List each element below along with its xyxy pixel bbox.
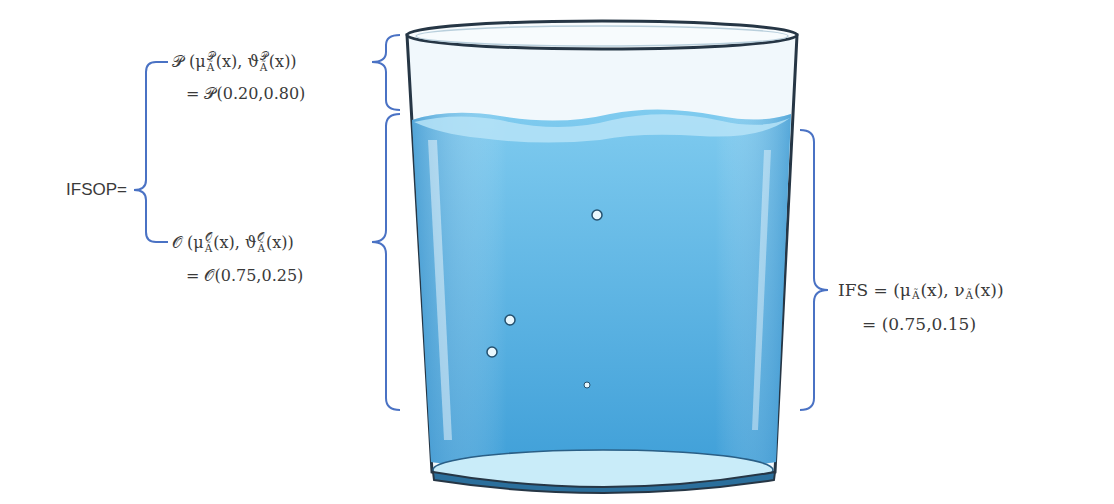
bubble — [487, 347, 497, 357]
script-stack: 𝒫Ã — [207, 51, 215, 73]
curly-bracket — [800, 130, 828, 410]
script-stack: Ã — [965, 279, 973, 301]
formula-text: 𝒪 — [257, 232, 264, 243]
bubble — [592, 210, 602, 220]
formula-text: = (0.75,0.15) — [862, 314, 976, 334]
formula-line: 𝒫 (μ𝒫Ã(x), ϑ𝒫Ã(x)) — [172, 51, 297, 73]
glass-base — [433, 472, 775, 493]
formula-line: = (0.75,0.15) — [862, 314, 976, 334]
formula-text: Ã — [912, 290, 920, 301]
formula-text: Ã — [205, 243, 213, 254]
bubble — [584, 382, 590, 388]
formula-text: IFS = (μ — [838, 280, 911, 300]
formula-text: IFSOP= — [66, 180, 127, 200]
script-stack: 𝒫Ã — [260, 51, 268, 73]
formula-line: = 𝒪(0.75,0.25) — [186, 266, 303, 285]
formula-text: (x), ϑ — [213, 233, 256, 252]
formula-text: = 𝒫(0.20,0.80) — [186, 84, 305, 103]
water-surface — [414, 114, 790, 142]
formula-text: (x)) — [974, 280, 1003, 300]
formula-line: 𝒪 (μ𝒪Ã(x), ϑ𝒪Ã(x)) — [172, 232, 294, 254]
formula-text: (x), ϑ — [216, 52, 259, 71]
formula-text: 𝒫 — [260, 51, 268, 62]
glass-rim — [407, 21, 797, 49]
formula-text: Ã — [965, 290, 973, 301]
bubble — [505, 315, 515, 325]
formula-text: 𝒫 (μ — [172, 52, 206, 71]
curly-bracket — [134, 62, 168, 242]
formula-text: (x), ν — [920, 280, 964, 300]
formula-text: 𝒪 (μ — [172, 233, 204, 252]
glass-body — [407, 35, 797, 486]
script-stack: 𝒪Ã — [205, 232, 213, 254]
curly-bracket — [372, 35, 400, 110]
water-shade — [412, 109, 791, 475]
glass-rim-inner — [416, 26, 788, 46]
formula-text: Ã — [257, 243, 265, 254]
formula-line: IFS = (μÃ(x), νÃ(x)) — [838, 279, 1004, 301]
formula-text: Ã — [260, 62, 268, 73]
water — [412, 109, 791, 475]
formula-line: IFSOP= — [66, 180, 127, 200]
glass-highlight — [752, 150, 771, 430]
curly-bracket — [372, 114, 400, 410]
glass-highlight — [428, 140, 452, 440]
script-stack: 𝒪Ã — [257, 232, 265, 254]
formula-text: (x)) — [266, 233, 294, 252]
formula-text: (x)) — [269, 52, 297, 71]
formula-text: = 𝒪(0.75,0.25) — [186, 266, 303, 285]
formula-text: 𝒫 — [207, 51, 215, 62]
formula-text: 𝒪 — [205, 232, 212, 243]
script-stack: Ã — [912, 279, 920, 301]
formula-text: Ã — [207, 62, 215, 73]
formula-line: = 𝒫(0.20,0.80) — [186, 84, 305, 103]
